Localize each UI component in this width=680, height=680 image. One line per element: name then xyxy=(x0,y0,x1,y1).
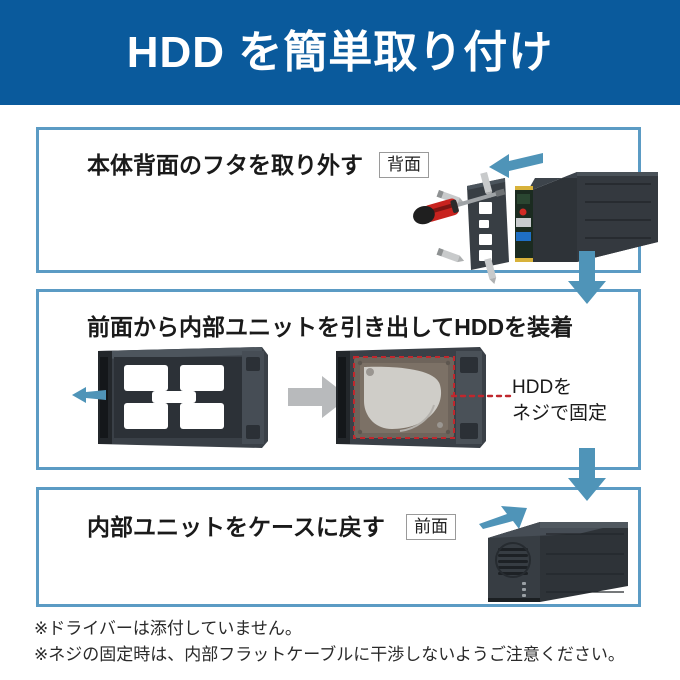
direction-arrow-left-step1 xyxy=(487,150,545,180)
callout-line-2: ネジで固定 xyxy=(512,402,608,424)
pull-direction-arrow xyxy=(72,387,106,403)
step-1-title: 本体背面のフタを取り外す xyxy=(87,152,363,178)
illustration-hdd-in-tray xyxy=(330,345,490,450)
step-box-1: 本体背面のフタを取り外す 背面 xyxy=(36,127,658,285)
illustration-front-view xyxy=(482,512,632,604)
down-arrow-1 xyxy=(566,251,608,305)
step-3-title: 内部ユニットをケースに戻す xyxy=(87,514,385,540)
direction-arrow-right-step3 xyxy=(479,502,529,530)
illustration-rear-panel-removal xyxy=(409,158,661,285)
footnote-2: ※ネジの固定時は、内部フラットケーブルに干渉しないようご注意ください。 xyxy=(34,645,625,665)
illustration-empty-tray xyxy=(72,345,272,450)
hdd-screw-callout: HDDを ネジで固定 xyxy=(512,375,607,426)
transition-arrow-gray xyxy=(288,375,350,419)
screwdriver-icon xyxy=(413,188,506,225)
face-tag-front: 前面 xyxy=(406,514,456,540)
step-2-title: 前面から内部ユニットを引き出してHDDを装着 xyxy=(87,314,574,340)
footnote-1: ※ドライバーは添付していません。 xyxy=(34,619,302,638)
footnotes: ※ドライバーは添付していません。 ※ネジの固定時は、内部フラットケーブルに干渉し… xyxy=(34,616,664,669)
step-box-3: 内部ユニットをケースに戻す 前面 xyxy=(36,487,641,607)
callout-leader-line xyxy=(450,393,512,399)
callout-line-1: HDDを xyxy=(512,377,573,398)
page-title: HDD を簡単取り付け xyxy=(126,27,554,77)
face-tag-rear: 背面 xyxy=(379,152,429,178)
down-arrow-2 xyxy=(566,448,608,502)
page-header: HDD を簡単取り付け xyxy=(0,0,680,105)
